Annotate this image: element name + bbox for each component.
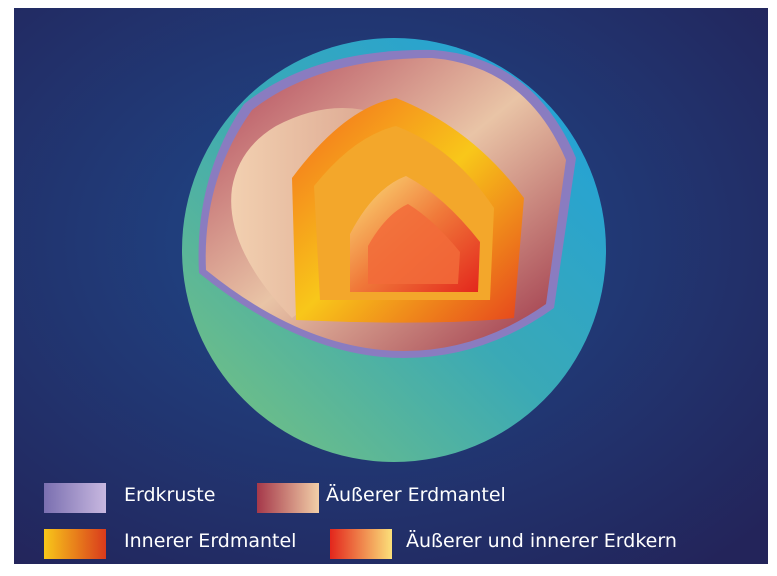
- legend-item-outer-mantle: Äußerer Erdmantel: [326, 484, 506, 506]
- legend-label-inner-mantle: Innerer Erdmantel: [124, 530, 296, 552]
- legend-label-crust: Erdkruste: [124, 484, 215, 506]
- earth-structure-diagram: Erdkruste Äußerer Erdmantel Innerer Erdm…: [14, 8, 768, 564]
- legend-item-crust: Erdkruste: [124, 484, 215, 506]
- legend-swatch-crust: [44, 483, 106, 513]
- legend-item-inner-mantle: Innerer Erdmantel: [124, 530, 296, 552]
- legend-swatch-outer-mantle: [257, 483, 319, 513]
- legend-label-core: Äußerer und innerer Erdkern: [406, 530, 677, 552]
- legend-item-core: Äußerer und innerer Erdkern: [406, 530, 677, 552]
- legend-swatch-inner-mantle: [44, 529, 106, 559]
- legend-swatch-core: [330, 529, 392, 559]
- legend-label-outer-mantle: Äußerer Erdmantel: [326, 484, 506, 506]
